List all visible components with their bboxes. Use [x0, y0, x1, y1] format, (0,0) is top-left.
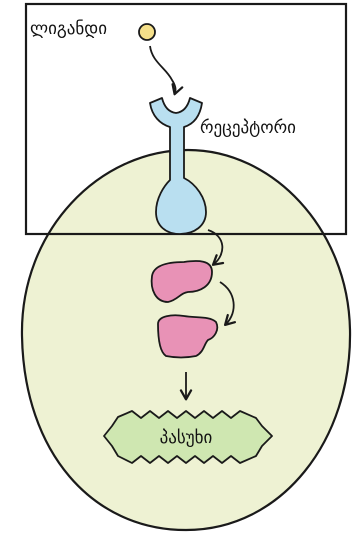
arrow-ligand-to-receptor	[150, 46, 176, 93]
ligand-label: ლიგანდი	[30, 19, 107, 39]
ligand-molecule	[139, 24, 155, 40]
response-label: პასუხი	[160, 428, 213, 448]
receptor-label: რეცეპტორი	[200, 118, 296, 138]
